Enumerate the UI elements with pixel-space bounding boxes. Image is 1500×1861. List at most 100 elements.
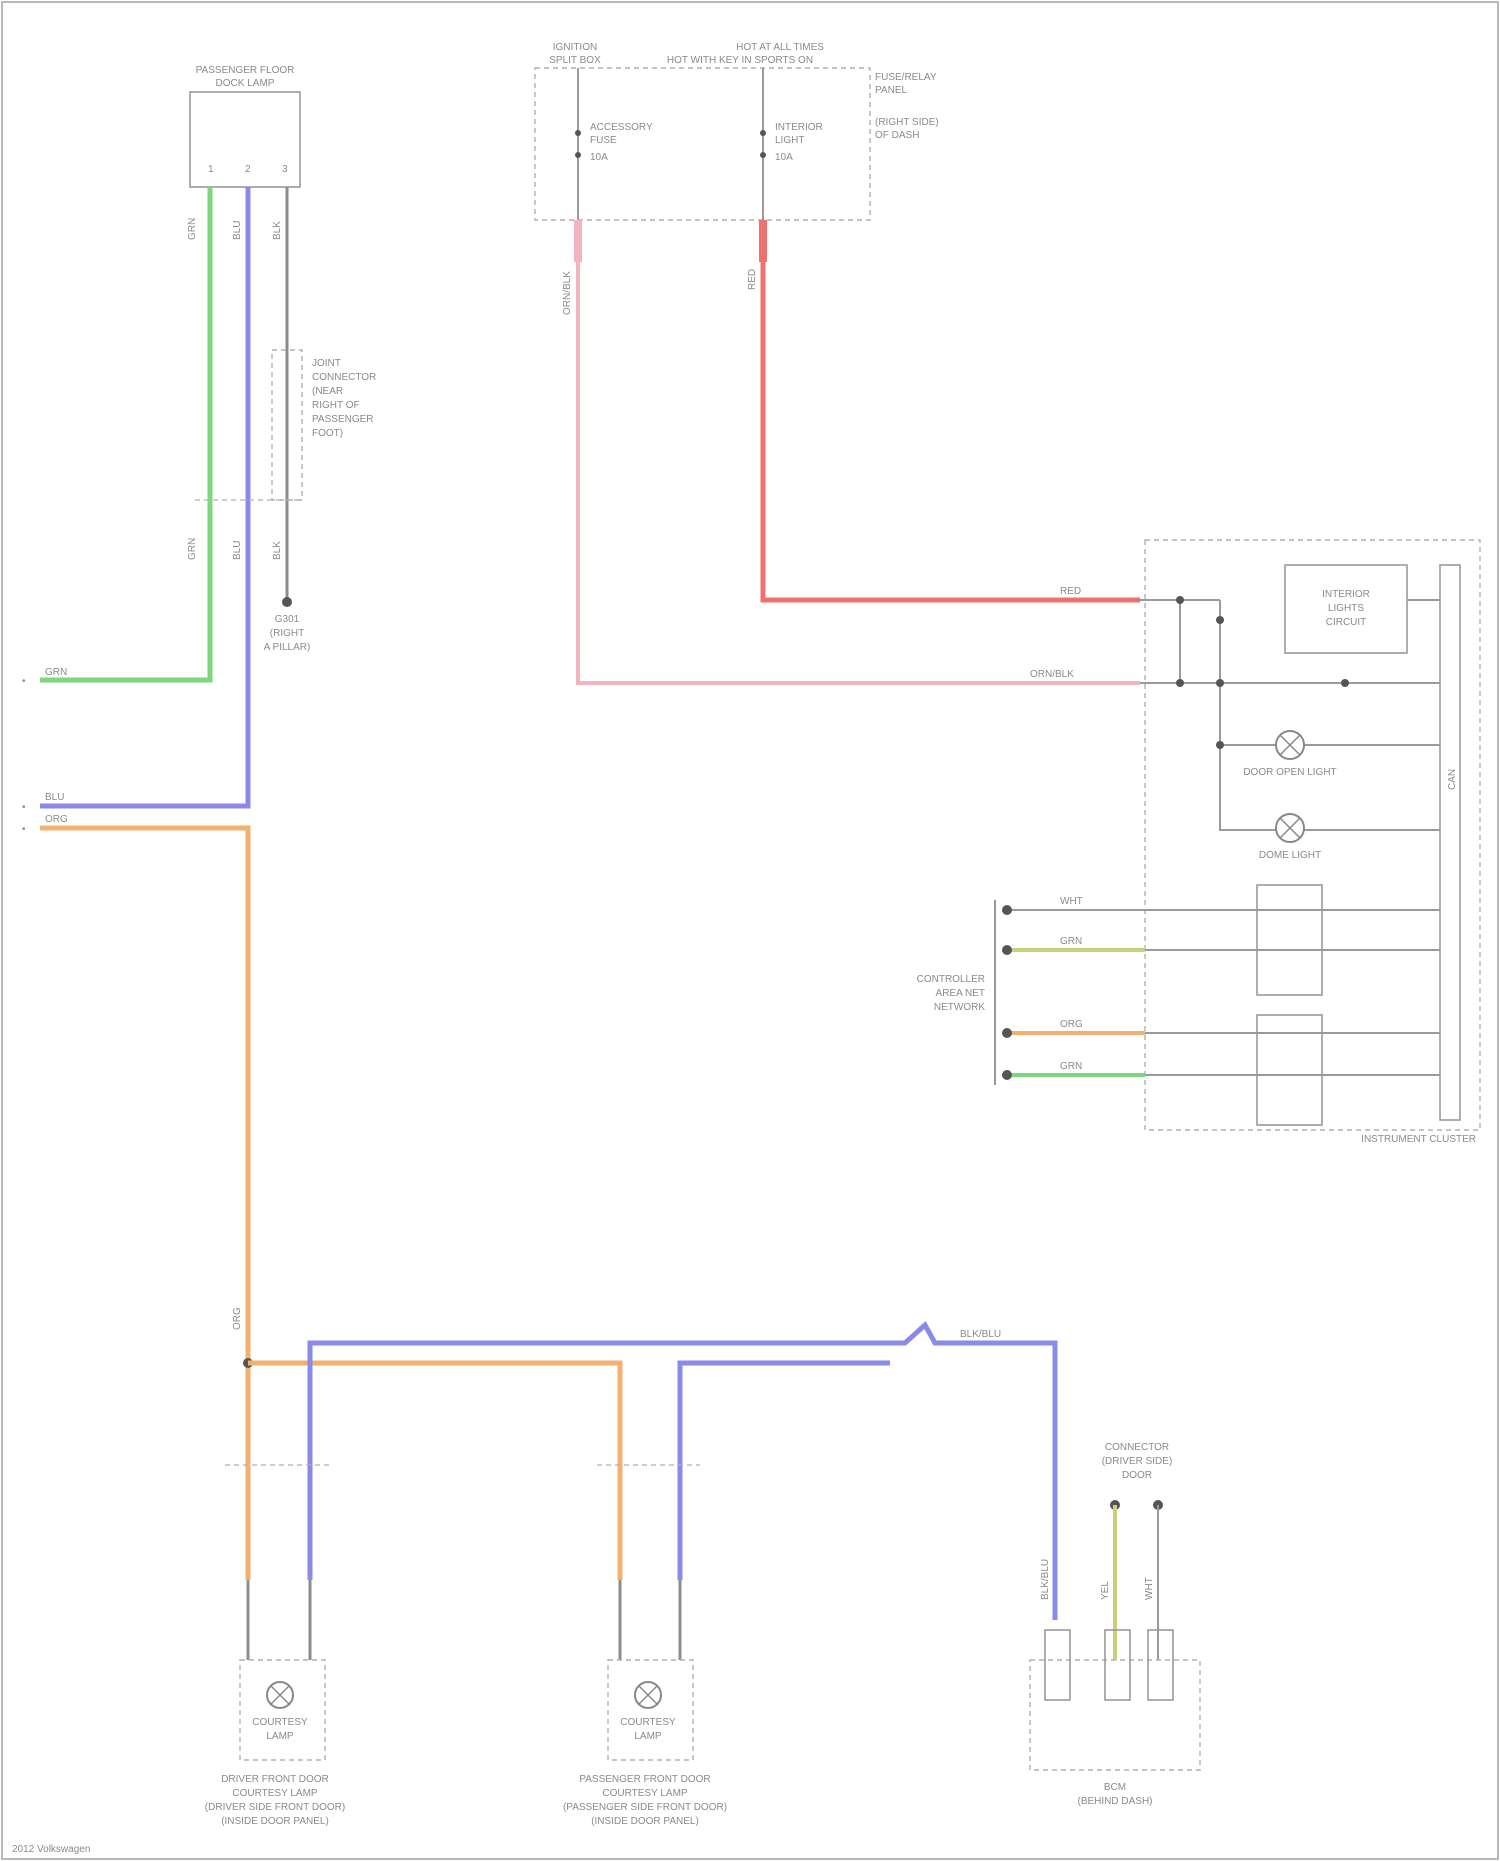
svg-text:GRN: GRN <box>1060 936 1082 947</box>
door-open-lamp-label: DOOR OPEN LIGHT <box>1243 767 1336 778</box>
top-lamp-title-2: DOCK LAMP <box>216 78 275 89</box>
svg-text:(NEAR: (NEAR <box>312 386 343 397</box>
svg-text:ORG: ORG <box>1060 1019 1083 1030</box>
fuse-box-title-mid-1: HOT AT ALL TIMES <box>736 42 824 53</box>
svg-text:PASSENGER FRONT DOOR: PASSENGER FRONT DOOR <box>579 1774 710 1785</box>
svg-text:LAMP: LAMP <box>266 1731 294 1742</box>
svg-text:(RIGHT SIDE): (RIGHT SIDE) <box>875 117 939 128</box>
svg-text:YEL: YEL <box>1100 1581 1111 1600</box>
stub-1: • <box>22 676 26 687</box>
svg-text:(DRIVER SIDE FRONT DOOR): (DRIVER SIDE FRONT DOOR) <box>205 1802 345 1813</box>
label-orn-blk-1: ORN/BLK <box>562 271 573 315</box>
label-orn-blk-2: ORN/BLK <box>1030 669 1074 680</box>
label-org-1: ORG <box>45 814 68 825</box>
can-bus-bar <box>1440 565 1460 1120</box>
can-internal-lines <box>1145 910 1440 1075</box>
svg-text:COURTESY: COURTESY <box>620 1717 676 1728</box>
svg-text:10A: 10A <box>590 152 608 163</box>
green-wire-top <box>40 187 210 680</box>
top-lamp-pin-2: 2 <box>245 164 251 175</box>
stub-3: • <box>22 824 26 835</box>
can-bus-label: CAN <box>1447 769 1458 790</box>
pink-wire <box>578 232 1140 683</box>
svg-text:(BEHIND DASH): (BEHIND DASH) <box>1077 1796 1152 1807</box>
svg-text:LIGHTS: LIGHTS <box>1328 603 1364 614</box>
svg-text:WHT: WHT <box>1060 896 1083 907</box>
label-blk-blu-2: BLK/BLU <box>1040 1559 1051 1600</box>
svg-text:FUSE: FUSE <box>590 135 617 146</box>
stub-2: • <box>22 802 26 813</box>
orange-wire-branch <box>248 1363 620 1580</box>
svg-text:G301: G301 <box>275 614 300 625</box>
label-blk-blu-1: BLK/BLU <box>960 1329 1001 1340</box>
top-lamp-title-1: PASSENGER FLOOR <box>196 65 295 76</box>
dome-lamp-label: DOME LIGHT <box>1259 850 1321 861</box>
svg-text:GRN: GRN <box>1060 1061 1082 1072</box>
blue-wire-top <box>40 187 248 806</box>
svg-text:JOINT: JOINT <box>312 358 341 369</box>
svg-text:CIRCUIT: CIRCUIT <box>1326 617 1367 628</box>
driver-courtesy-lamp: COURTESY LAMP DRIVER FRONT DOOR COURTESY… <box>205 1660 345 1827</box>
fuse-box-title-left-2: SPLIT BOX <box>549 55 601 66</box>
label-blu-3: BLU <box>45 792 64 803</box>
svg-text:PASSENGER: PASSENGER <box>312 414 374 425</box>
svg-text:(INSIDE DOOR PANEL): (INSIDE DOOR PANEL) <box>591 1816 699 1827</box>
svg-text:WHT: WHT <box>1144 1577 1155 1600</box>
svg-text:RIGHT OF: RIGHT OF <box>312 400 360 411</box>
svg-text:COURTESY LAMP: COURTESY LAMP <box>232 1788 318 1799</box>
top-lamp-pin-3: 3 <box>282 164 288 175</box>
can-network-label: CONTROLLER AREA NET NETWORK <box>917 974 986 1013</box>
svg-text:ACCESSORY: ACCESSORY <box>590 122 653 133</box>
driver-courtesy-lamp-box <box>240 1660 325 1760</box>
red-wire <box>763 232 1140 600</box>
ground-note-top: G301 (RIGHT A PILLAR) <box>264 614 311 653</box>
svg-text:(PASSENGER SIDE FRONT DOOR): (PASSENGER SIDE FRONT DOOR) <box>563 1802 727 1813</box>
label-blk-2: BLK <box>272 541 283 560</box>
lamp-leads <box>248 1580 680 1660</box>
svg-text:(DRIVER SIDE): (DRIVER SIDE) <box>1102 1456 1173 1467</box>
svg-text:BCM: BCM <box>1104 1782 1126 1793</box>
svg-text:FOOT): FOOT) <box>312 428 343 439</box>
label-blu-2: BLU <box>232 541 243 560</box>
can-transceiver-1 <box>1257 885 1322 995</box>
fuse-box-outline <box>535 68 870 220</box>
cluster-internal-wiring <box>1140 600 1440 830</box>
passenger-courtesy-lamp-box <box>608 1660 693 1760</box>
label-red-1: RED <box>747 269 758 290</box>
svg-text:COURTESY LAMP: COURTESY LAMP <box>602 1788 688 1799</box>
fuse-box-title-mid-2: HOT WITH KEY IN SPORTS ON <box>667 55 813 66</box>
label-grn-2: GRN <box>187 538 198 560</box>
svg-text:INTERIOR: INTERIOR <box>1322 589 1370 600</box>
footer-text: 2012 Volkswagen <box>12 1844 90 1855</box>
label-blu-1: BLU <box>232 221 243 240</box>
passenger-courtesy-lamp: COURTESY LAMP PASSENGER FRONT DOOR COURT… <box>563 1660 727 1827</box>
svg-text:INTERIOR: INTERIOR <box>775 122 823 133</box>
svg-text:OF DASH: OF DASH <box>875 130 919 141</box>
bcm-box <box>1030 1660 1200 1770</box>
instrument-cluster-name: INSTRUMENT CLUSTER <box>1361 1134 1476 1145</box>
svg-text:(INSIDE DOOR PANEL): (INSIDE DOOR PANEL) <box>221 1816 329 1827</box>
can-transceiver-2 <box>1257 1015 1322 1125</box>
svg-text:10A: 10A <box>775 152 793 163</box>
label-grn-3: GRN <box>45 667 67 678</box>
svg-text:A PILLAR): A PILLAR) <box>264 642 311 653</box>
fuse-box: IGNITION SPLIT BOX HOT AT ALL TIMES HOT … <box>535 42 939 220</box>
svg-text:COURTESY: COURTESY <box>252 1717 308 1728</box>
svg-text:FUSE/RELAY: FUSE/RELAY <box>875 72 937 83</box>
top-floor-lamp: PASSENGER FLOOR DOCK LAMP 1 2 3 <box>190 65 300 187</box>
svg-text:AREA NET: AREA NET <box>936 988 985 999</box>
fuse-box-title-left-1: IGNITION <box>553 42 597 53</box>
svg-text:CONTROLLER: CONTROLLER <box>917 974 985 985</box>
instrument-cluster-outline <box>1145 540 1480 1130</box>
label-red-2: RED <box>1060 586 1081 597</box>
purple-wire-branch <box>680 1363 890 1580</box>
splice-note: JOINT CONNECTOR (NEAR RIGHT OF PASSENGER… <box>312 358 376 439</box>
svg-text:DRIVER FRONT DOOR: DRIVER FRONT DOOR <box>221 1774 329 1785</box>
label-blk-1: BLK <box>272 221 283 240</box>
svg-text:NETWORK: NETWORK <box>934 1002 985 1013</box>
svg-text:(RIGHT: (RIGHT <box>270 628 304 639</box>
svg-text:LAMP: LAMP <box>634 1731 662 1742</box>
svg-text:LIGHT: LIGHT <box>775 135 804 146</box>
label-org-2: ORG <box>232 1307 243 1330</box>
